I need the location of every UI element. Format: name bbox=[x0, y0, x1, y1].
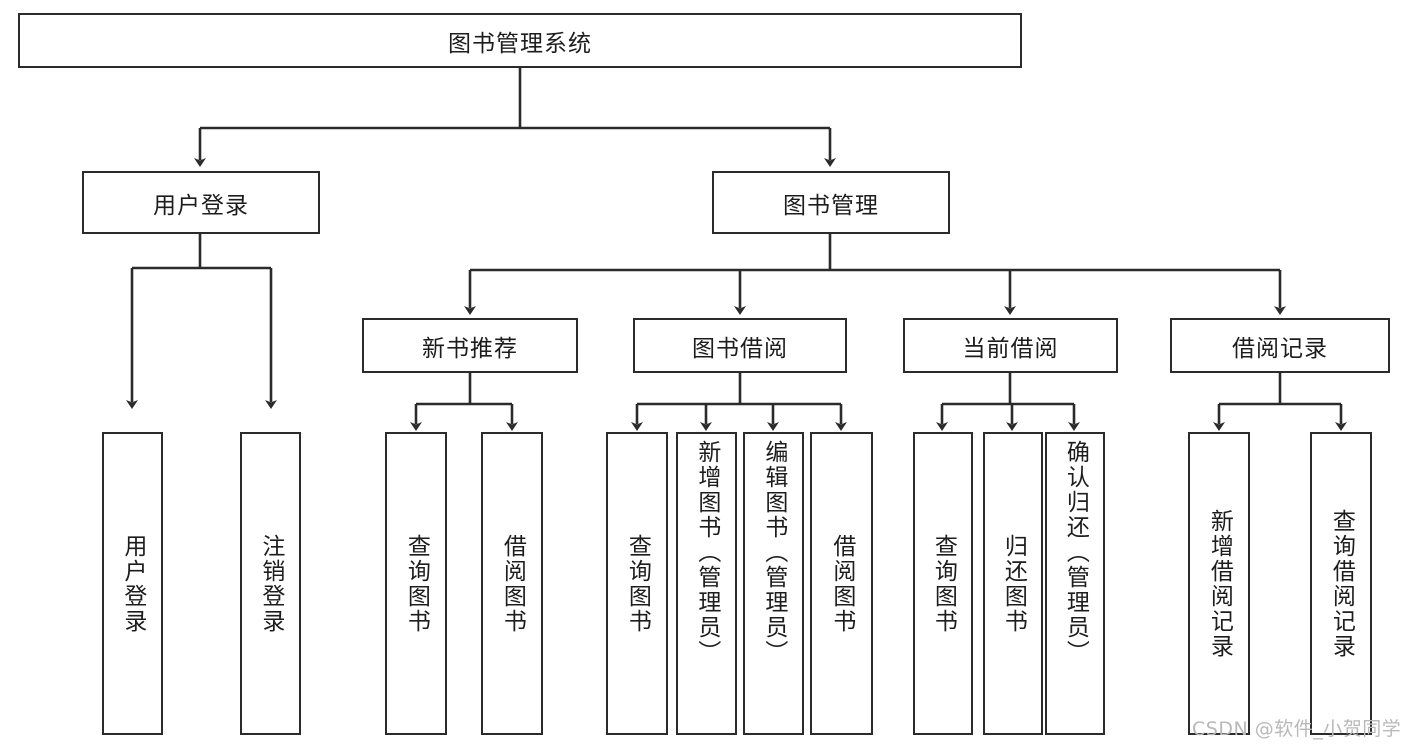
node-leaf-confirm-return-label: 确认归还（管理员） bbox=[1062, 440, 1089, 665]
csdn-watermark: CSDN @软件_小贺同学 bbox=[1192, 718, 1402, 740]
node-leaf-query-book-3[interactable]: 查询图书 bbox=[913, 432, 973, 735]
node-leaf-logout[interactable]: 注销登录 bbox=[240, 432, 301, 735]
node-leaf-add-book-label: 新增图书（管理员） bbox=[693, 440, 720, 665]
node-book-management-label: 图书管理 bbox=[783, 192, 879, 219]
node-leaf-logout-label: 注销登录 bbox=[257, 533, 284, 634]
node-leaf-borrow-book-1-label: 借阅图书 bbox=[499, 533, 526, 634]
node-leaf-query-book-2[interactable]: 查询图书 bbox=[606, 432, 668, 735]
node-book-management[interactable]: 图书管理 bbox=[712, 171, 950, 234]
node-leaf-edit-book[interactable]: 编辑图书（管理员） bbox=[743, 432, 804, 735]
node-leaf-user-login-label: 用户登录 bbox=[119, 533, 146, 634]
node-leaf-query-book-1[interactable]: 查询图书 bbox=[385, 432, 447, 735]
node-leaf-return-book[interactable]: 归还图书 bbox=[983, 432, 1043, 735]
node-leaf-query-record[interactable]: 查询借阅记录 bbox=[1310, 432, 1372, 735]
node-leaf-query-book-3-label: 查询图书 bbox=[930, 533, 957, 634]
node-book-borrow-label: 图书借阅 bbox=[692, 335, 788, 362]
node-leaf-query-book-2-label: 查询图书 bbox=[624, 533, 651, 634]
node-leaf-borrow-book-1[interactable]: 借阅图书 bbox=[481, 432, 543, 735]
node-leaf-query-book-1-label: 查询图书 bbox=[403, 533, 430, 634]
node-leaf-add-book[interactable]: 新增图书（管理员） bbox=[676, 432, 737, 735]
node-current-borrow[interactable]: 当前借阅 bbox=[903, 318, 1118, 373]
node-leaf-add-record[interactable]: 新增借阅记录 bbox=[1188, 432, 1250, 735]
node-leaf-return-book-label: 归还图书 bbox=[1000, 533, 1027, 634]
node-leaf-confirm-return[interactable]: 确认归还（管理员） bbox=[1045, 432, 1105, 735]
node-user-login-label: 用户登录 bbox=[153, 192, 249, 219]
node-current-borrow-label: 当前借阅 bbox=[962, 335, 1059, 362]
node-root-label: 图书管理系统 bbox=[448, 30, 592, 57]
node-leaf-borrow-book-2[interactable]: 借阅图书 bbox=[810, 432, 873, 735]
node-leaf-borrow-book-2-label: 借阅图书 bbox=[828, 533, 855, 634]
node-root[interactable]: 图书管理系统 bbox=[18, 13, 1022, 68]
node-book-borrow[interactable]: 图书借阅 bbox=[633, 318, 847, 373]
node-leaf-add-record-label: 新增借阅记录 bbox=[1206, 508, 1233, 659]
node-borrow-record-label: 借阅记录 bbox=[1232, 335, 1328, 362]
node-borrow-record[interactable]: 借阅记录 bbox=[1170, 318, 1390, 373]
node-user-login[interactable]: 用户登录 bbox=[82, 171, 320, 234]
node-leaf-edit-book-label: 编辑图书（管理员） bbox=[760, 440, 787, 665]
node-leaf-user-login[interactable]: 用户登录 bbox=[102, 432, 163, 735]
node-leaf-query-record-label: 查询借阅记录 bbox=[1328, 508, 1355, 659]
node-new-book-recommend-label: 新书推荐 bbox=[422, 335, 518, 362]
node-new-book-recommend[interactable]: 新书推荐 bbox=[362, 318, 578, 373]
